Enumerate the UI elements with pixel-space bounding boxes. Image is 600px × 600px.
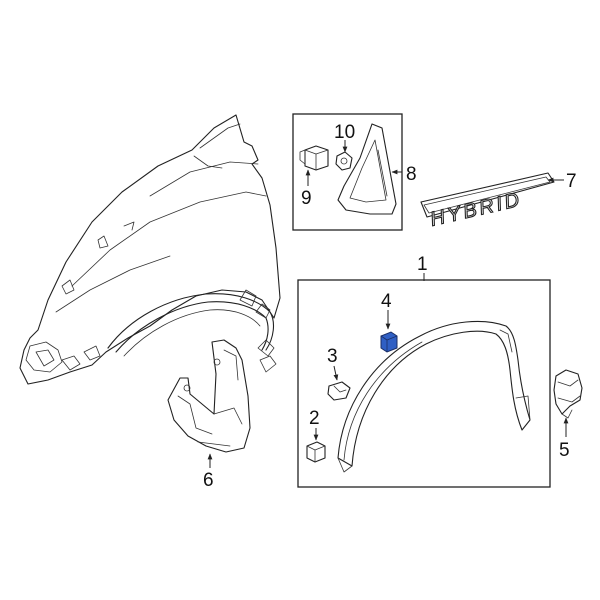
callout-6: 6 xyxy=(203,470,214,491)
part-9-clip[interactable] xyxy=(299,145,329,171)
callout-8: 8 xyxy=(406,164,417,185)
callout-4: 4 xyxy=(381,291,392,312)
part-10-nut[interactable] xyxy=(335,151,353,171)
leader-3 xyxy=(333,365,339,381)
callout-3: 3 xyxy=(327,346,338,367)
callout-1: 1 xyxy=(417,254,428,275)
part-3-clip[interactable] xyxy=(327,381,351,401)
callout-9: 9 xyxy=(301,188,312,209)
callout-10: 10 xyxy=(334,122,355,143)
callout-5: 5 xyxy=(559,440,570,461)
callout-7: 7 xyxy=(566,171,577,192)
callout-2: 2 xyxy=(309,408,320,429)
part-8-garnish[interactable] xyxy=(337,123,397,215)
part-6-mud-guard[interactable] xyxy=(167,339,251,453)
part-4-clip[interactable] xyxy=(380,331,398,353)
part-2-clip[interactable] xyxy=(306,441,326,463)
part-5-clip[interactable] xyxy=(553,369,583,419)
part-1-arch-molding[interactable] xyxy=(337,320,531,473)
front-fender xyxy=(19,114,281,385)
part-7-hybrid-emblem[interactable]: HYBRID xyxy=(420,172,555,231)
fender-wheel-arch xyxy=(107,289,277,373)
